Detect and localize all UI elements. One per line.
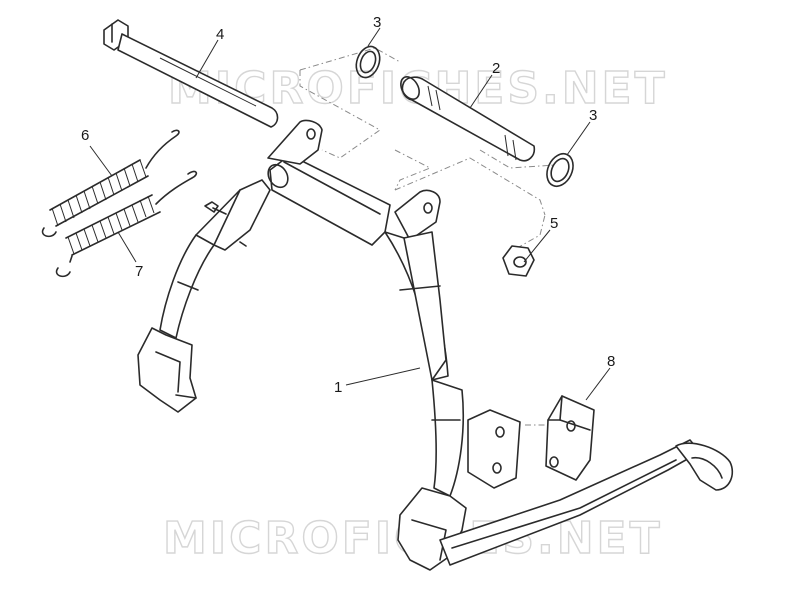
assembly-guide-lines — [299, 47, 560, 426]
part-2-pin — [400, 76, 536, 162]
part-8-bracket — [545, 395, 595, 481]
callout-3-lower: 3 — [589, 107, 597, 124]
part-3-washer-upper — [355, 45, 381, 79]
callout-3-upper: 3 — [373, 14, 381, 31]
callout-5: 5 — [550, 215, 558, 232]
callout-7: 7 — [135, 263, 143, 280]
part-4-bolt — [103, 19, 279, 128]
part-5-nut — [502, 245, 535, 277]
callout-6: 6 — [81, 127, 89, 144]
callout-2: 2 — [492, 60, 500, 77]
leader-lines — [89, 27, 611, 401]
part-7-spring — [55, 170, 198, 278]
callout-8: 8 — [607, 353, 615, 370]
part-1-center-stand — [137, 119, 734, 571]
callout-1: 1 — [334, 379, 342, 396]
callout-4: 4 — [216, 26, 224, 43]
part-3-washer-lower — [546, 152, 574, 188]
part-6-spring — [41, 129, 180, 238]
